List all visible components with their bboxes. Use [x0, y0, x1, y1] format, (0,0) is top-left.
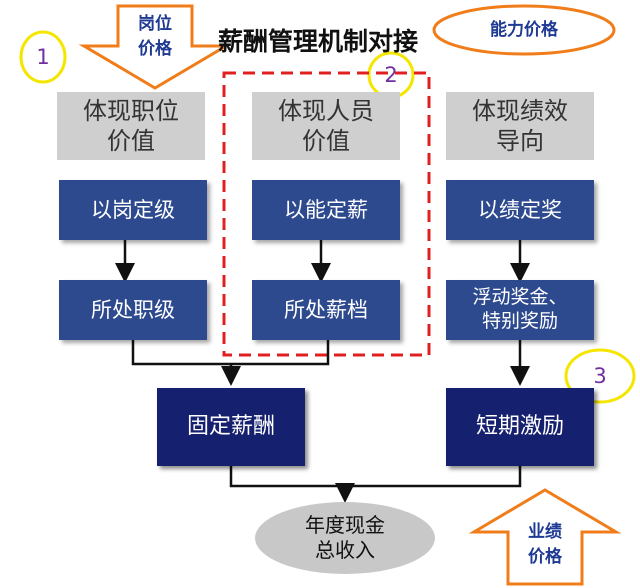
- total-cash-ellipse: [255, 502, 435, 574]
- position-price-label: 岗位 价格: [138, 14, 172, 59]
- header-personnel-value: 体现人员 价值: [252, 92, 400, 160]
- fixed-pay-box: 固定薪酬: [157, 388, 305, 466]
- step-floating-bonus: 浮动奖金、 特别奖励: [446, 280, 594, 340]
- marker-circle-1: [19, 30, 67, 84]
- ability-price-label: 能力价格: [490, 20, 558, 40]
- marker-3: 3: [593, 364, 607, 388]
- header-position-value: 体现职位 价值: [57, 92, 205, 160]
- diagram-title: 薪酬管理机制对接: [218, 27, 419, 56]
- step-grade-by-position: 以岗定级: [59, 180, 207, 240]
- highlight-dashed-box: [222, 71, 431, 357]
- step-bonus-by-performance: 以绩定奖: [446, 180, 594, 240]
- marker-2: 2: [384, 63, 398, 87]
- step-current-pay-band: 所处薪档: [252, 280, 400, 340]
- bottom-merge-line: [229, 466, 522, 488]
- marker-1: 1: [36, 45, 50, 69]
- merge-line: [131, 340, 330, 366]
- performance-price-label: 业绩 价格: [528, 522, 562, 567]
- short-term-incentive-box: 短期激励: [446, 388, 594, 466]
- ability-price-oval: [432, 4, 616, 56]
- step-pay-by-ability: 以能定薪: [252, 180, 400, 240]
- header-performance-orientation: 体现绩效 导向: [446, 92, 594, 160]
- total-cash-label: 年度现金 总收入: [305, 513, 385, 562]
- step-current-grade: 所处职级: [59, 280, 207, 340]
- marker-circle-3: [564, 348, 636, 404]
- performance-price-arrow: [468, 488, 622, 586]
- position-price-arrow: [78, 4, 232, 90]
